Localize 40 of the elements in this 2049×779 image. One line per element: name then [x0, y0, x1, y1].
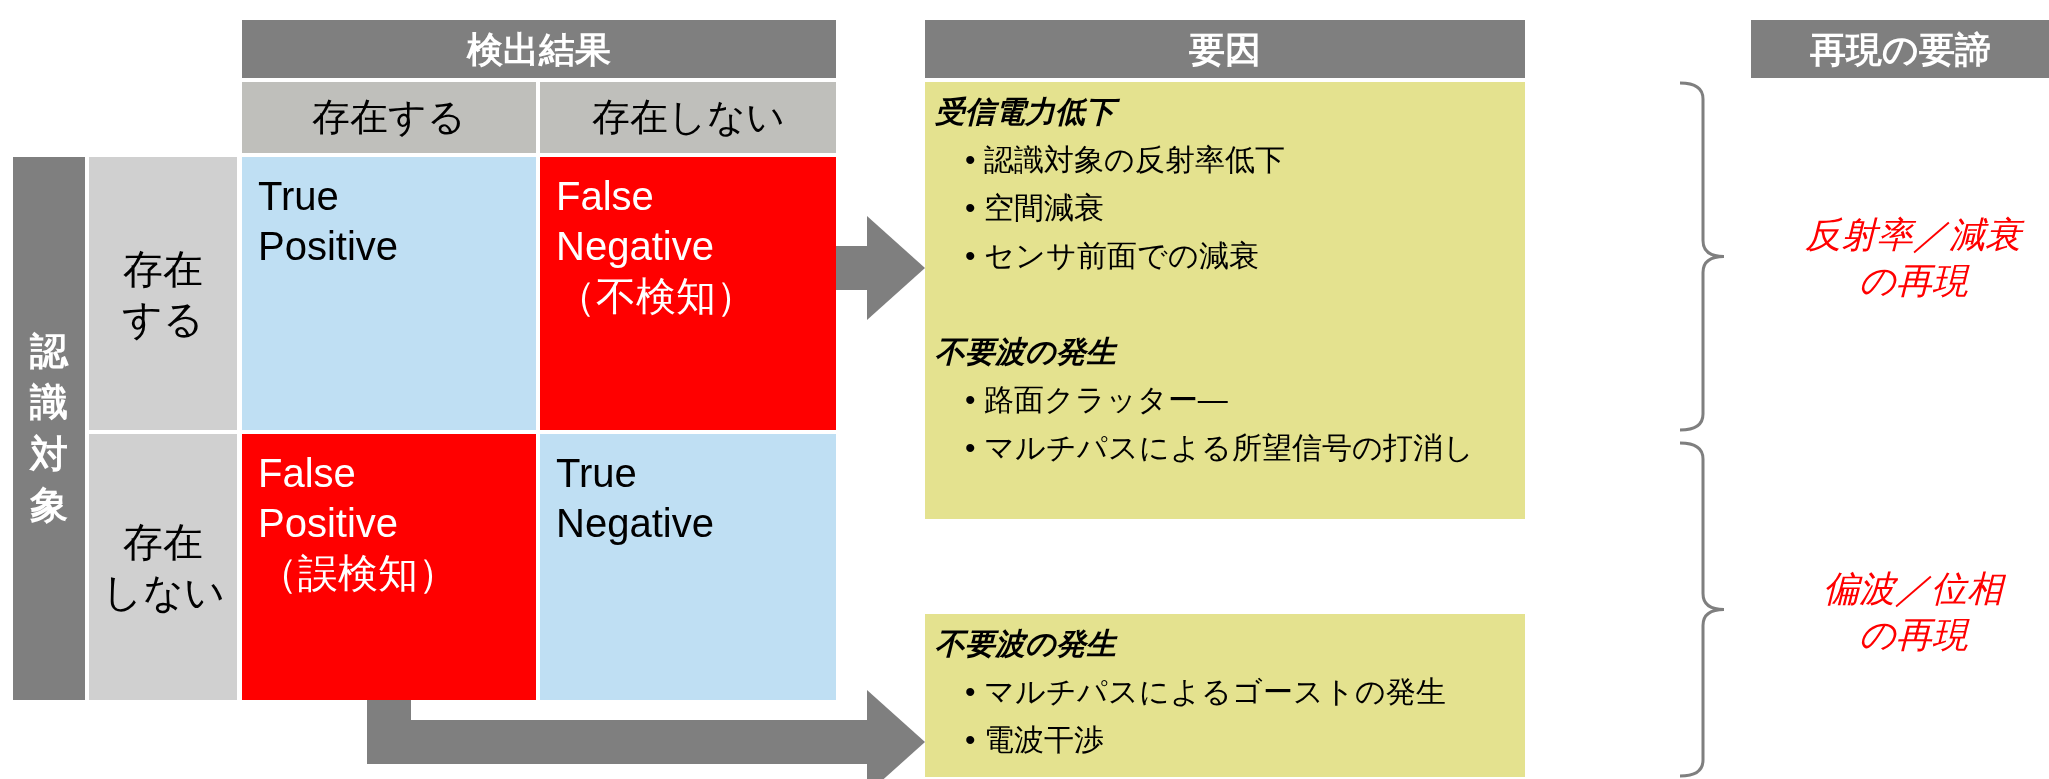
- bullet-item: • 路面クラッター—: [964, 382, 1229, 418]
- bullet-item: • マルチパスによる所望信号の打消し: [964, 430, 1475, 466]
- matrix-cell: [242, 434, 536, 700]
- heading-text: 不要波の発生: [935, 334, 1119, 370]
- row-header: [89, 434, 237, 700]
- cell-label: False Positive（誤検知）: [258, 450, 459, 597]
- bullet-item: • 空間減衰: [964, 190, 1105, 226]
- header-text: 存在しない: [101, 519, 225, 616]
- row-header-bar: [13, 157, 85, 700]
- heading-text: 受信電力低下: [935, 88, 1515, 136]
- header-text: 存在する: [122, 245, 204, 343]
- header-text: 再現の要諦: [1809, 27, 1991, 72]
- header-bar: [925, 20, 1525, 78]
- note-text: 反射率／減衰の再現: [1797, 212, 2029, 304]
- cell-label: False Negative（不検知）: [556, 173, 757, 320]
- bullet-item: • センサ前面での減衰: [964, 238, 1260, 274]
- factor-box: [925, 82, 1525, 519]
- matrix-cell: [242, 157, 536, 430]
- column-header: [242, 82, 536, 153]
- header-text: 存在する: [312, 94, 466, 140]
- bullet-item: • マルチパスによるゴーストの発生: [964, 674, 1447, 710]
- header-bar: [242, 20, 836, 78]
- arrow: [367, 690, 925, 779]
- header-text: 存在しない: [591, 94, 785, 140]
- factor-box: [925, 614, 1525, 777]
- arrow: [836, 216, 925, 320]
- bullet-item: • 認識対象の反射率低下: [964, 142, 1286, 178]
- cell-label: True Negative: [556, 450, 715, 547]
- row-header: [89, 157, 237, 430]
- header-text: 検出結果: [467, 27, 611, 72]
- bullet-item: • 電波干渉: [964, 722, 1105, 758]
- matrix-cell: [540, 157, 836, 430]
- header-text: 要因: [1189, 27, 1261, 72]
- cell-label: True Positive: [258, 173, 400, 270]
- heading-text: 不要波の発生: [935, 626, 1119, 662]
- header-text: 認識対象: [29, 328, 69, 528]
- header-bar: [1751, 20, 2049, 78]
- matrix-cell: [540, 434, 836, 700]
- column-header: [540, 82, 836, 153]
- note-text: 偏波／位相の再現: [1815, 566, 2011, 658]
